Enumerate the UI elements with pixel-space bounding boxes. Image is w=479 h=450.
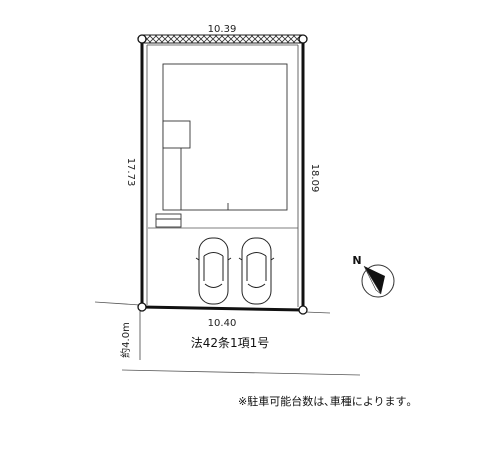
lot-boundary: [137, 34, 308, 315]
car-2: [238, 237, 275, 305]
parking-footnote: ※駐車可能台数は､車種によります｡: [238, 394, 412, 408]
dimension-right: 18.09: [309, 164, 320, 193]
road-edge-upper-left: [94, 301, 141, 306]
road-width-label: 約4.0m: [119, 322, 132, 358]
entrance-step: [155, 213, 182, 228]
building-outline: [162, 63, 288, 211]
corner-marker-top-right: [298, 34, 308, 44]
road-edge-lower: [121, 369, 361, 376]
road-edge-upper-right: [304, 311, 331, 314]
compass-north-label: N: [352, 254, 361, 267]
car-1: [195, 237, 232, 305]
dimension-bottom: 10.40: [208, 318, 237, 329]
dimension-left: 17.73: [125, 158, 136, 187]
dimension-top: 10.39: [208, 24, 237, 35]
boundary-bottom: [141, 305, 304, 312]
corner-marker-top-left: [137, 34, 147, 44]
corner-marker-bottom-right: [298, 305, 308, 315]
road: [94, 301, 361, 376]
road-classification: 法42条1項1号: [191, 336, 270, 350]
corner-marker-bottom-left: [137, 302, 147, 312]
north-compass-icon: [361, 264, 395, 298]
boundary-wall-top: [141, 34, 304, 44]
